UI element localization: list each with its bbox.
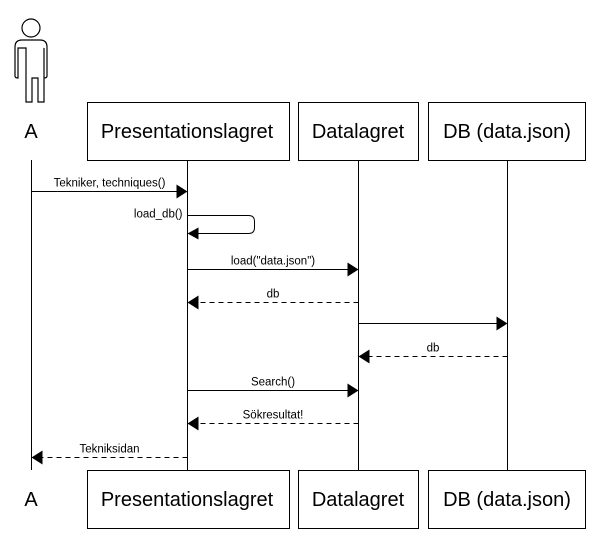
participant-box bbox=[298, 470, 419, 529]
arrowhead bbox=[31, 450, 43, 465]
participant-label: A bbox=[24, 121, 38, 143]
message-label: load_db() bbox=[134, 209, 183, 221]
arrowhead bbox=[347, 383, 359, 398]
message-4: db bbox=[187, 289, 359, 310]
participant-box bbox=[87, 102, 290, 161]
participant-db-bottom: DB (data.json) bbox=[428, 470, 586, 529]
arrowhead bbox=[347, 262, 359, 277]
participant-a-bottom: A bbox=[24, 489, 38, 511]
arrowhead bbox=[187, 227, 199, 240]
message-5 bbox=[358, 316, 508, 331]
participant-d-bottom: Datalagret bbox=[298, 470, 419, 529]
actor-icon bbox=[14, 18, 48, 103]
message-1: Tekniker, techniques() bbox=[31, 178, 188, 199]
participant-box bbox=[87, 470, 290, 529]
message-label: Search() bbox=[251, 377, 295, 389]
participant-box bbox=[428, 102, 586, 161]
participant-p-top: Presentationslagret bbox=[87, 102, 290, 161]
participant-label: Presentationslagret bbox=[101, 489, 274, 511]
arrowhead bbox=[358, 349, 370, 364]
participant-label: A bbox=[24, 489, 38, 511]
message-7: Search() bbox=[187, 377, 359, 398]
participant-box bbox=[428, 470, 586, 529]
message-3: load("data.json") bbox=[187, 256, 359, 277]
message-label: load("data.json") bbox=[231, 256, 315, 268]
participant-label: Presentationslagret bbox=[101, 121, 274, 143]
message-label: db bbox=[427, 343, 440, 355]
message-label: db bbox=[267, 289, 280, 301]
participant-label: DB (data.json) bbox=[443, 489, 571, 511]
arrowhead bbox=[176, 184, 188, 199]
message-6: db bbox=[358, 343, 508, 364]
arrowhead bbox=[187, 295, 199, 310]
message-label: Tekniksidan bbox=[79, 444, 139, 456]
participant-a-top: A bbox=[24, 121, 38, 143]
message-8: Sökresultat! bbox=[187, 410, 359, 431]
participant-label: Datalagret bbox=[312, 489, 405, 511]
participant-p-bottom: Presentationslagret bbox=[87, 470, 290, 529]
participant-db-top: DB (data.json) bbox=[428, 102, 586, 161]
participant-d-top: Datalagret bbox=[298, 102, 419, 161]
arrowhead bbox=[187, 416, 199, 431]
message-label: Tekniker, techniques() bbox=[54, 178, 166, 190]
participant-label: DB (data.json) bbox=[443, 121, 571, 143]
message-2: load_db() bbox=[134, 209, 255, 240]
message-label: Sökresultat! bbox=[243, 410, 304, 422]
arrowhead bbox=[496, 316, 508, 331]
message-9: Tekniksidan bbox=[31, 444, 188, 465]
participant-box bbox=[298, 102, 419, 161]
message-arrow bbox=[187, 215, 255, 234]
participant-label: Datalagret bbox=[312, 121, 405, 143]
